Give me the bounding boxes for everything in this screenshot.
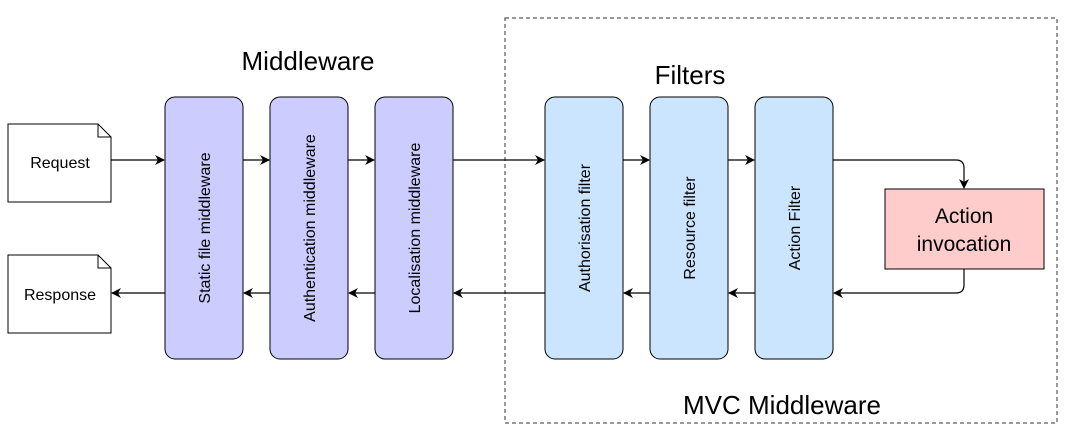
mvc-middleware-title: MVC Middleware bbox=[683, 390, 881, 420]
middleware-label: Static file middleware bbox=[197, 152, 214, 303]
filter-authorisation: Authorisation filter bbox=[544, 96, 624, 360]
filter-label: Authorisation filter bbox=[577, 163, 594, 292]
middleware-localisation: Localisation middleware bbox=[374, 96, 454, 360]
middleware-label: Localisation middleware bbox=[407, 143, 424, 314]
filter-resource: Resource filter bbox=[649, 96, 729, 360]
response-document: Response bbox=[7, 254, 112, 334]
request-document: Request bbox=[7, 123, 112, 203]
response-label: Response bbox=[24, 287, 96, 304]
action-line2: invocation bbox=[917, 233, 1012, 256]
filter-label: Action Filter bbox=[787, 185, 804, 270]
mvc-middleware-container bbox=[504, 17, 1058, 424]
arrow-action-to-invocation bbox=[833, 159, 969, 189]
filters-title: Filters bbox=[655, 60, 726, 90]
middleware-title: Middleware bbox=[242, 46, 375, 76]
middleware-label: Authentication middleware bbox=[302, 134, 319, 322]
filter-action: Action Filter bbox=[754, 96, 834, 360]
request-label: Request bbox=[30, 155, 90, 172]
action-invocation: Action invocation bbox=[884, 188, 1045, 270]
filter-label: Resource filter bbox=[682, 176, 699, 280]
middleware-static-file: Static file middleware bbox=[164, 96, 244, 360]
middleware-authentication: Authentication middleware bbox=[269, 96, 349, 360]
arrow-invocation-to-action bbox=[833, 269, 965, 298]
action-line1: Action bbox=[935, 205, 993, 228]
